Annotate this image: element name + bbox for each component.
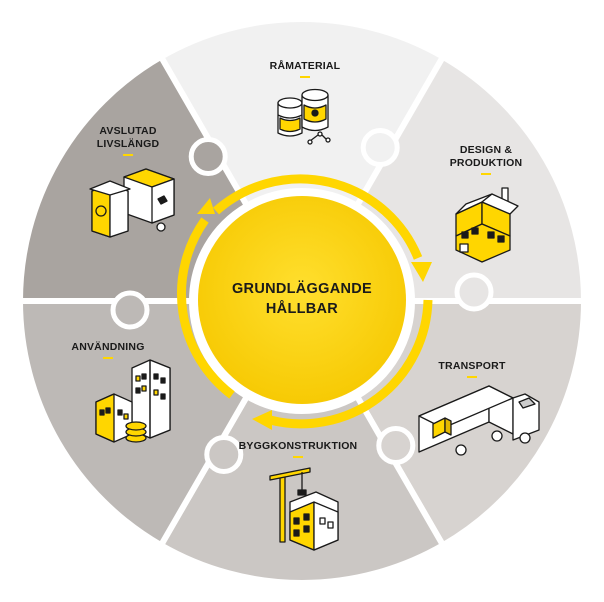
cycle-arrow-top-icon	[197, 198, 215, 214]
puzzle-knob	[110, 290, 150, 330]
recycling-bins-icon	[89, 168, 175, 238]
cycle-arc-top	[213, 174, 423, 260]
oil-barrels-icon	[277, 88, 331, 145]
label-avslutad-line1: AVSLUTAD	[99, 125, 156, 137]
construction-crane-icon	[269, 467, 339, 551]
puzzle-knob	[454, 272, 494, 312]
center-circle	[198, 196, 406, 404]
center-disc: GRUNDLÄGGANDE HÅLLBAR	[198, 196, 406, 404]
cycle-arrow-right-icon	[411, 262, 432, 282]
label-design-line2: PRODUKTION	[450, 157, 523, 169]
puzzle-knob	[376, 425, 416, 465]
label-ramaterial: RÅMATERIAL	[270, 59, 341, 72]
segment-labels: RÅMATERIAL DESIGN & PRODUKTION TRANSPORT…	[71, 59, 523, 458]
cycle-arc-left	[177, 217, 235, 399]
truck-icon	[418, 385, 540, 456]
label-avslutad-line2: LIVSLÄNGD	[97, 137, 160, 150]
center-title-line1: GRUNDLÄGGANDE	[232, 280, 372, 297]
label-transport: TRANSPORT	[438, 360, 506, 372]
center-title-line2: HÅLLBAR	[266, 300, 338, 317]
label-anvandning: ANVÄNDNING	[71, 340, 144, 353]
city-buildings-icon	[95, 359, 171, 443]
puzzle-connectors	[110, 128, 494, 474]
cycle-arrow-bottom-icon	[252, 410, 272, 430]
puzzle-knob	[204, 434, 244, 474]
puzzle-knob	[188, 137, 228, 177]
puzzle-knob	[360, 128, 400, 168]
label-byggkonstruktion: BYGGKONSTRUKTION	[239, 440, 358, 452]
label-design-line1: DESIGN &	[460, 144, 513, 156]
factory-icon	[455, 187, 519, 263]
cycle-ring	[177, 174, 433, 430]
cycle-arc-bottom	[268, 299, 433, 429]
